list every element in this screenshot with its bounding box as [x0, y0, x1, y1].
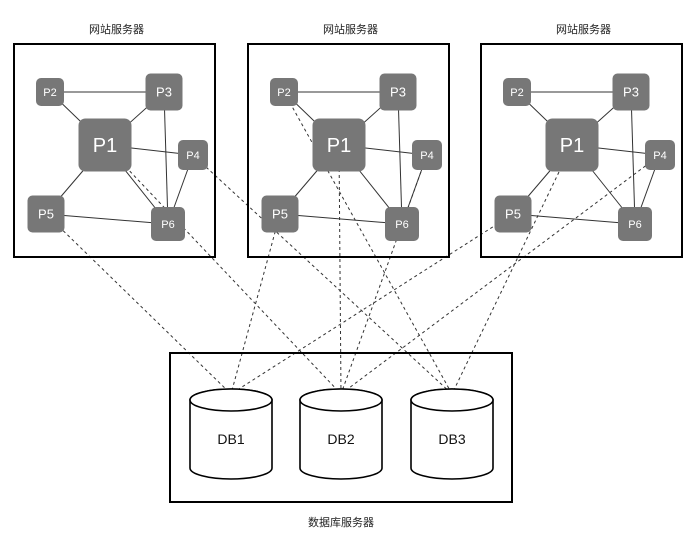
process-node-p5: P5 — [27, 195, 65, 233]
process-node-label: P6 — [395, 219, 408, 231]
process-node-p6: P6 — [618, 207, 652, 241]
process-node-shape — [270, 78, 298, 106]
process-node-p6: P6 — [385, 207, 419, 241]
process-node-shape — [618, 207, 652, 241]
process-link — [512, 213, 636, 225]
web-server-box — [247, 43, 450, 258]
process-node-shape — [27, 195, 65, 233]
process-node-label: P3 — [156, 85, 172, 100]
process-node-shape — [151, 207, 185, 241]
process-node-p1: P1 — [545, 118, 599, 172]
process-node-shape — [385, 207, 419, 241]
process-node-p2: P2 — [36, 78, 64, 106]
process-node-label: P5 — [505, 207, 521, 222]
process-node-label: P1 — [93, 135, 117, 157]
process-node-p4: P4 — [178, 140, 208, 170]
database-db3: DB3 — [410, 388, 494, 480]
db-connection-line — [192, 154, 453, 395]
process-node-shape — [412, 140, 442, 170]
process-node-label: P1 — [560, 135, 584, 157]
process-node-p1: P1 — [78, 118, 132, 172]
web-server-box — [13, 43, 216, 258]
database-db1: DB1 — [189, 388, 273, 480]
process-node-label: P4 — [653, 150, 666, 162]
process-node-label: P2 — [43, 87, 56, 99]
process-link — [45, 213, 169, 225]
process-node-p3: P3 — [379, 73, 417, 111]
process-node-p5: P5 — [261, 195, 299, 233]
process-node-shape — [494, 195, 532, 233]
process-node-label: P2 — [277, 87, 290, 99]
web-server-label: 网站服务器 — [323, 22, 378, 36]
process-node-p2: P2 — [503, 78, 531, 106]
process-node-label: P3 — [390, 85, 406, 100]
process-node-p3: P3 — [145, 73, 183, 111]
process-node-shape — [503, 78, 531, 106]
process-node-shape — [36, 78, 64, 106]
process-node-p1: P1 — [312, 118, 366, 172]
process-link — [397, 91, 403, 225]
process-node-label: P6 — [628, 219, 641, 231]
db-connection-line — [45, 213, 232, 395]
web-server-box — [480, 43, 683, 258]
process-node-shape — [145, 73, 183, 111]
process-node-shape — [545, 118, 599, 172]
database-server: 数据库服务器 DB1 DB2 DB3 — [169, 352, 513, 529]
process-node-shape — [612, 73, 650, 111]
database-label: DB3 — [438, 431, 465, 447]
process-node-p4: P4 — [412, 140, 442, 170]
db-connection-line — [230, 213, 514, 395]
process-node-shape — [379, 73, 417, 111]
process-node-shape — [645, 140, 675, 170]
database-label: DB2 — [327, 431, 354, 447]
process-link — [279, 213, 403, 225]
process-node-label: P4 — [420, 150, 433, 162]
process-node-label: P3 — [623, 85, 639, 100]
database-cylinder-top — [189, 388, 273, 412]
db-connection-line — [104, 144, 342, 395]
database-cylinder-top — [410, 388, 494, 412]
process-node-label: P4 — [186, 150, 199, 162]
process-link — [163, 91, 169, 225]
process-node-p3: P3 — [612, 73, 650, 111]
database-label: DB1 — [217, 431, 244, 447]
process-node-label: P5 — [38, 207, 54, 222]
process-node-shape — [178, 140, 208, 170]
process-node-p6: P6 — [151, 207, 185, 241]
web-server-label: 网站服务器 — [556, 22, 611, 36]
db-connection-line — [340, 154, 661, 395]
db-connection-line — [283, 91, 453, 395]
process-node-shape — [78, 118, 132, 172]
process-node-label: P1 — [327, 135, 351, 157]
db-connection-line — [338, 144, 342, 395]
process-node-shape — [261, 195, 299, 233]
process-node-shape — [312, 118, 366, 172]
process-node-p4: P4 — [645, 140, 675, 170]
process-node-p2: P2 — [270, 78, 298, 106]
process-node-label: P5 — [272, 207, 288, 222]
process-node-p5: P5 — [494, 195, 532, 233]
process-node-label: P6 — [161, 219, 174, 231]
database-db2: DB2 — [299, 388, 383, 480]
db-connection-line — [230, 213, 281, 395]
process-link — [630, 91, 636, 225]
database-server-box — [169, 352, 513, 503]
web-server-label: 网站服务器 — [89, 22, 144, 36]
database-cylinder-top — [299, 388, 383, 412]
process-node-label: P2 — [510, 87, 523, 99]
database-server-label: 数据库服务器 — [308, 515, 374, 529]
